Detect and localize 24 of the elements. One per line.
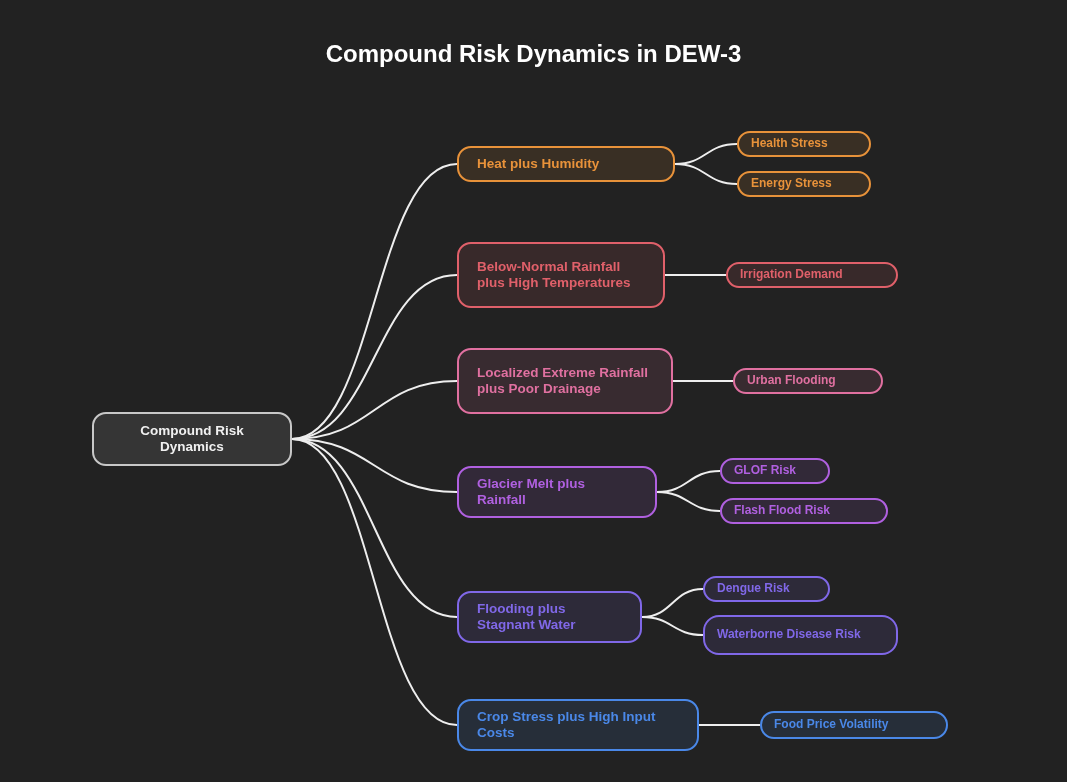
connector-line <box>291 438 458 726</box>
leaf-node: Urban Flooding <box>733 368 883 394</box>
diagram-title: Compound Risk Dynamics in DEW-3 <box>324 40 743 68</box>
leaf-node: Irrigation Demand <box>726 262 898 288</box>
leaf-node: Flash Flood Risk <box>720 498 888 524</box>
branch-node: Heat plus Humidity <box>457 146 675 182</box>
branch-node: Localized Extreme Rainfall plus Poor Drainage <box>457 348 673 414</box>
connector-line <box>672 380 734 382</box>
branch-node: Flooding plus Stagnant Water <box>457 591 642 643</box>
connector-line <box>641 616 704 636</box>
root-node: Compound Risk Dynamics <box>92 412 292 466</box>
leaf-node: GLOF Risk <box>720 458 830 484</box>
connector-line <box>698 724 761 726</box>
connector-line <box>664 274 727 276</box>
leaf-node: Dengue Risk <box>703 576 830 602</box>
leaf-node: Waterborne Disease Risk <box>703 615 898 655</box>
connector-line <box>674 163 738 185</box>
leaf-node: Health Stress <box>737 131 871 157</box>
leaf-node: Food Price Volatility <box>760 711 948 739</box>
branch-node: Crop Stress plus High Input Costs <box>457 699 699 751</box>
connector-line <box>656 491 721 512</box>
leaf-node: Energy Stress <box>737 171 871 197</box>
branch-node: Below-Normal Rainfall plus High Temperatures <box>457 242 665 308</box>
branch-node: Glacier Melt plus Rainfall <box>457 466 657 518</box>
